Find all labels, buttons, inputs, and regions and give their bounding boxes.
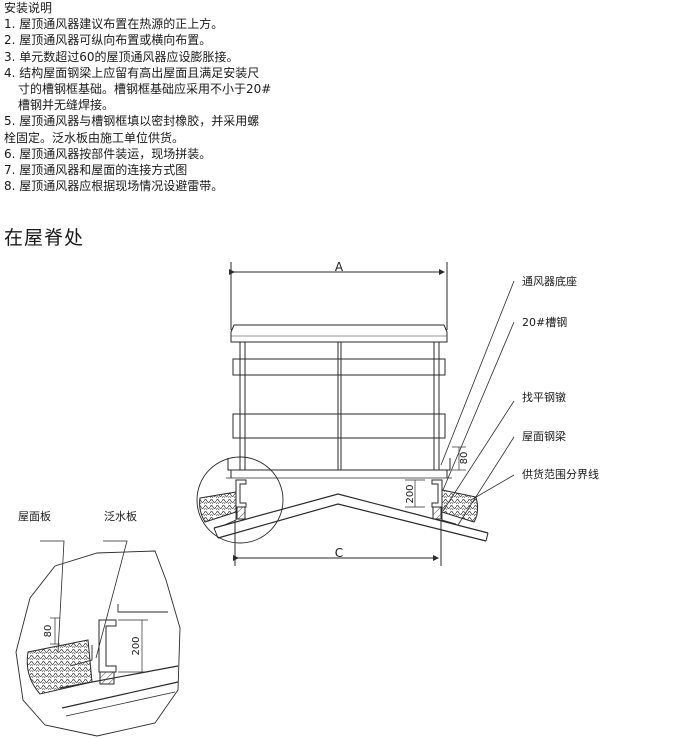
dim-a-label: A — [335, 260, 344, 274]
main-dim-200: 200 — [405, 484, 416, 503]
note-line-3: 3. 单元数超过60的屋顶通风器应设膨胀接。 — [4, 49, 239, 64]
dimension-c — [233, 520, 442, 566]
insulation-right — [441, 489, 479, 523]
enlarged-detail — [15, 540, 181, 737]
detail-label-flashing: 泛水板 — [104, 510, 137, 523]
note-line-6: 6. 屋顶通风器按部件装运，现场拼装。 — [4, 146, 212, 161]
insulation-left — [199, 491, 237, 523]
callout-leaders — [440, 280, 515, 526]
installation-notes: 安装说明 1. 屋顶通风器建议布置在热源的正上方。 2. 屋顶通风器可纵向布置或… — [4, 0, 334, 194]
roof-panel — [213, 493, 489, 542]
callout-base: 通风器底座 — [522, 275, 577, 288]
channel-steel-frame — [235, 479, 443, 520]
notes-heading: 安装说明 — [4, 1, 53, 15]
callout-channel-steel: 20#槽钢 — [522, 316, 568, 329]
note-line-4-cont-b: 槽钢并无缝焊接。 — [18, 98, 115, 113]
main-dim-80: 80 — [459, 452, 470, 465]
detail-dim-200: 200 — [131, 636, 142, 655]
main-vertical-dimensions — [405, 446, 466, 508]
note-line-5-cont: 栓固定。泛水板由施工单位供货。 — [4, 130, 185, 145]
ventilator-body — [227, 324, 451, 478]
flashing-right — [441, 510, 457, 525]
detail-circle-marker — [196, 456, 284, 544]
dimension-a — [229, 262, 448, 330]
note-line-8: 8. 屋顶通风器应根据现场情况设避雷带。 — [4, 179, 224, 194]
flashing-left — [221, 510, 237, 527]
detail-dim-80: 80 — [43, 625, 54, 638]
section-title: 在屋脊处 — [4, 227, 85, 249]
callout-supply-boundary: 供货范围分界线 — [522, 468, 599, 481]
note-line-5: 5. 屋顶通风器与槽钢框填以密封橡胶，并采用螺 — [4, 114, 260, 129]
note-line-1: 1. 屋顶通风器建议布置在热源的正上方。 — [4, 17, 224, 32]
note-line-7: 7. 屋顶通风器和屋面的连接方式图 — [4, 163, 188, 178]
detail-label-roof-panel: 屋面板 — [18, 510, 51, 523]
note-line-4-cont-a: 寸的槽钢框基础。槽钢框基础应采用不小于20# — [18, 82, 272, 97]
dim-c-label: C — [335, 546, 343, 560]
callout-roof-beam: 屋面钢梁 — [522, 430, 566, 443]
callout-leveling-pier: 找平钢镦 — [522, 391, 566, 404]
note-line-2: 2. 屋顶通风器可纵向布置或横向布置。 — [4, 33, 212, 48]
note-line-4: 4. 结构屋面钢梁上应留有高出屋面且满足安装尺 — [4, 65, 260, 80]
